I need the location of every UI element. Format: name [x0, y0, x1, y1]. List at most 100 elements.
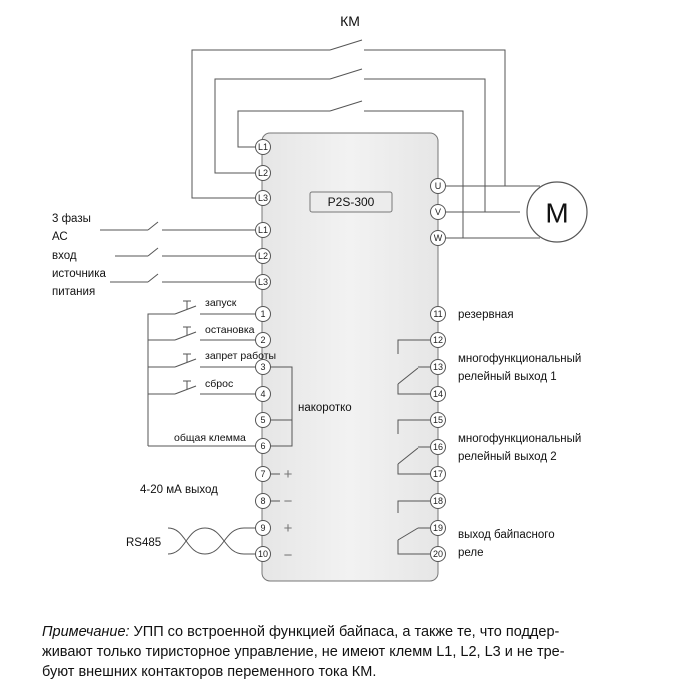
terminal-left-5: 6	[260, 441, 265, 451]
svg-text:питания: питания	[52, 286, 95, 298]
label-relay2-line1: многофункциональный	[458, 433, 581, 445]
terminal-output-1-circle	[430, 204, 446, 220]
label-relay1-line1: многофункциональный	[458, 353, 581, 365]
terminal-top-2-circle	[255, 190, 271, 206]
terminal-right-1-circle	[430, 332, 446, 348]
terminal-input-0-circle	[255, 222, 271, 238]
note-text: Примечание: УПП со встроенной функцией б…	[42, 622, 642, 682]
terminal-left-8: 9	[260, 523, 265, 533]
svg-text:−: −	[284, 493, 293, 510]
relay-wiring	[397, 339, 432, 555]
label-analog-out: 4-20 мА выход	[140, 484, 218, 496]
terminal-left-6-circle	[255, 466, 271, 482]
input-power-lines	[100, 221, 256, 283]
label-bypass-line2: реле	[458, 547, 484, 559]
note-line2: живают только тиристорное управление, не…	[42, 644, 565, 660]
note-line1: УПП со встроенной функцией байпаса, а та…	[129, 624, 560, 640]
model-box	[309, 191, 393, 213]
terminal-top-1-circle	[255, 165, 271, 181]
svg-text:3 фазы: 3 фазы	[52, 213, 91, 225]
terminal-right-5: 16	[433, 442, 443, 452]
terminal-right-4: 15	[433, 415, 443, 425]
contactor-label: КМ	[340, 13, 360, 29]
svg-text:−: −	[284, 547, 293, 564]
terminal-top-1: L2	[258, 168, 268, 178]
terminal-left-0-circle	[255, 306, 271, 322]
terminal-left-1: 2	[260, 335, 265, 345]
label-start: запуск	[205, 297, 237, 309]
terminal-left-4-circle	[255, 412, 271, 428]
label-inhibit: запрет работы	[205, 350, 276, 362]
terminal-group: L1L2L3L1L2L3UVW1234567891011121314151617…	[255, 139, 446, 562]
starter-body	[261, 132, 439, 582]
terminal-right-5-circle	[430, 439, 446, 455]
label-relay2-line2: релейный выход 2	[458, 451, 557, 463]
terminal-right-2: 13	[433, 362, 443, 372]
label-reserved: резервная	[458, 309, 514, 321]
input-label: 3 фазы АС вход источника питания	[52, 213, 107, 298]
svg-text:+: +	[284, 466, 293, 483]
terminal-output-2: W	[434, 233, 443, 243]
terminal-right-3: 14	[433, 389, 443, 399]
terminal-right-9-circle	[430, 546, 446, 562]
terminal-left-9: 10	[258, 549, 268, 559]
terminal-top-0-circle	[255, 139, 271, 155]
terminal-left-6: 7	[260, 469, 265, 479]
terminal-right-7: 18	[433, 496, 443, 506]
note-line3: буют внешних контакторов переменного ток…	[42, 664, 377, 680]
control-wiring	[147, 300, 293, 555]
svg-text:вход: вход	[52, 250, 77, 262]
svg-text:АС: АС	[52, 231, 68, 243]
label-stop: остановка	[205, 324, 255, 336]
terminal-right-6: 17	[433, 469, 443, 479]
terminal-right-0-circle	[430, 306, 446, 322]
terminal-left-8-circle	[255, 520, 271, 536]
terminal-left-7: 8	[260, 496, 265, 506]
motor-label: M	[545, 198, 568, 229]
polarity-signs: + − + −	[284, 466, 293, 564]
terminal-output-2-circle	[430, 230, 446, 246]
terminal-right-8-circle	[430, 520, 446, 536]
contactor-wiring	[191, 39, 506, 238]
terminal-output-1: V	[435, 207, 441, 217]
label-common: общая клемма	[174, 432, 246, 444]
label-relay1-line2: релейный выход 1	[458, 371, 557, 383]
terminal-right-3-circle	[430, 386, 446, 402]
label-bypass-line1: выход байпасного	[458, 529, 555, 541]
terminal-left-7-circle	[255, 493, 271, 509]
terminal-left-9-circle	[255, 546, 271, 562]
terminal-right-8: 19	[433, 523, 443, 533]
terminal-input-2-circle	[255, 274, 271, 290]
terminal-left-3: 4	[260, 389, 265, 399]
terminal-output-0-circle	[430, 178, 446, 194]
label-rs485: RS485	[126, 537, 161, 549]
svg-text:+: +	[284, 520, 293, 537]
terminal-left-3-circle	[255, 386, 271, 402]
terminal-left-1-circle	[255, 332, 271, 348]
terminal-left-2-circle	[255, 359, 271, 375]
terminal-left-2: 3	[260, 362, 265, 372]
terminal-top-0: L1	[258, 142, 268, 152]
svg-text:источника: источника	[52, 268, 107, 280]
terminal-right-9: 20	[433, 549, 443, 559]
terminal-left-0: 1	[260, 309, 265, 319]
terminal-right-7-circle	[430, 493, 446, 509]
terminal-input-2: L3	[258, 277, 268, 287]
terminal-right-0: 11	[433, 309, 442, 319]
terminal-input-0: L1	[258, 225, 268, 235]
terminal-right-2-circle	[430, 359, 446, 375]
terminal-input-1-circle	[255, 248, 271, 264]
terminal-right-6-circle	[430, 466, 446, 482]
label-reset: сброс	[205, 378, 233, 390]
terminal-right-4-circle	[430, 412, 446, 428]
terminal-left-5-circle	[255, 438, 271, 454]
terminal-input-1: L2	[258, 251, 268, 261]
model-label: P2S-300	[328, 195, 375, 209]
label-short: накоротко	[298, 402, 352, 414]
terminal-top-2: L3	[258, 193, 268, 203]
motor-wiring	[446, 185, 540, 239]
terminal-right-1: 12	[433, 335, 443, 345]
terminal-output-0: U	[435, 181, 442, 191]
note-prefix: Примечание:	[42, 624, 130, 640]
